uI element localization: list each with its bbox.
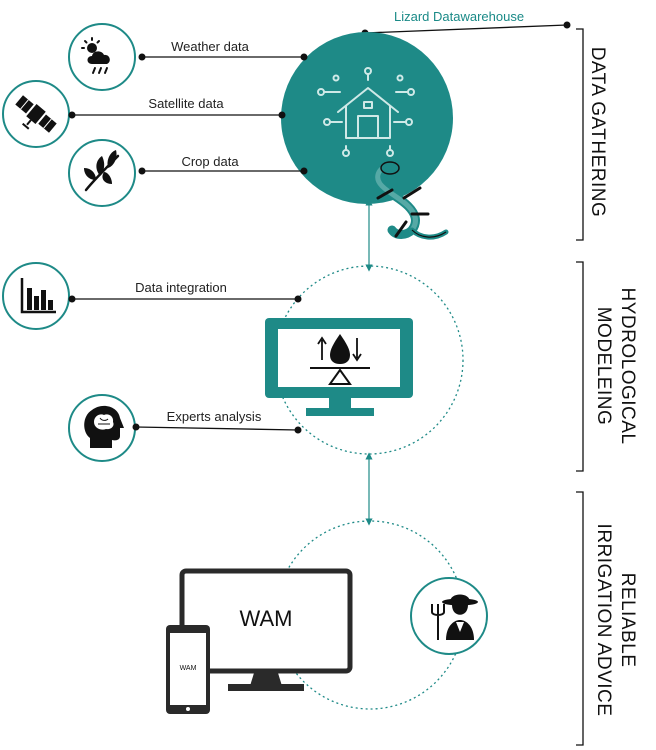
modeling-bracket — [576, 261, 584, 472]
wam-phone-text: WAM — [180, 665, 197, 672]
smart-house-icon — [317, 67, 415, 157]
satellite-connector-end-dot — [278, 111, 286, 119]
experts-connector-end-dot — [294, 426, 302, 434]
satellite-icon — [15, 95, 57, 133]
modeling-data-integration — [2, 262, 70, 330]
lizard-icon — [373, 161, 449, 240]
source-crop — [68, 139, 136, 207]
crop-connector-end-dot — [300, 167, 308, 175]
wam-monitor-text: WAM — [240, 606, 293, 631]
weather-connector-dot — [138, 53, 146, 61]
bar-chart-icon — [20, 278, 56, 314]
monitor-balance-icon — [265, 318, 413, 416]
source-weather — [68, 23, 136, 91]
weather-icon — [81, 37, 110, 74]
crop-label: Crop data — [181, 154, 239, 169]
weather-label: Weather data — [171, 39, 250, 54]
weather-connector-end-dot — [300, 53, 308, 61]
satellite-connector-dot — [68, 111, 76, 119]
warehouse-connector-end-dot — [563, 21, 571, 29]
farmer-icon — [431, 594, 478, 640]
integration-label: Data integration — [135, 280, 227, 295]
source-satellite — [2, 80, 70, 148]
wam-monitor — [179, 568, 353, 674]
crop-connector-dot — [138, 167, 146, 175]
warehouse-connector — [364, 24, 568, 34]
experts-connector — [135, 426, 299, 431]
warehouse-label: Lizard Datawarehouse — [394, 9, 524, 24]
wam-desktop: WAM — [179, 568, 353, 691]
farmer — [410, 577, 488, 655]
experts-label: Experts analysis — [167, 409, 262, 424]
modeling-circle — [274, 265, 464, 455]
section-modeling-line1: HYDROLOGICAL — [617, 288, 638, 445]
gathering-bracket — [576, 28, 584, 241]
integration-connector-end-dot — [294, 295, 302, 303]
section-modeling-line2: MODELEING — [593, 307, 614, 426]
farmer-circle — [410, 577, 488, 655]
data-warehouse-circle — [281, 32, 453, 204]
integration-connector-dot — [68, 295, 76, 303]
advice-bracket — [576, 491, 584, 746]
brain-head-icon — [84, 405, 124, 448]
section-gathering: DATA GATHERING — [587, 47, 608, 218]
section-advice-line1: RELIABLE — [617, 573, 638, 668]
modeling-experts-analysis — [68, 394, 136, 462]
crop-icon — [84, 150, 120, 192]
wam-phone: WAM — [166, 625, 210, 714]
experts-connector-dot — [132, 423, 140, 431]
section-advice-line2: IRRIGATION ADVICE — [593, 524, 614, 717]
satellite-label: Satellite data — [148, 96, 224, 111]
